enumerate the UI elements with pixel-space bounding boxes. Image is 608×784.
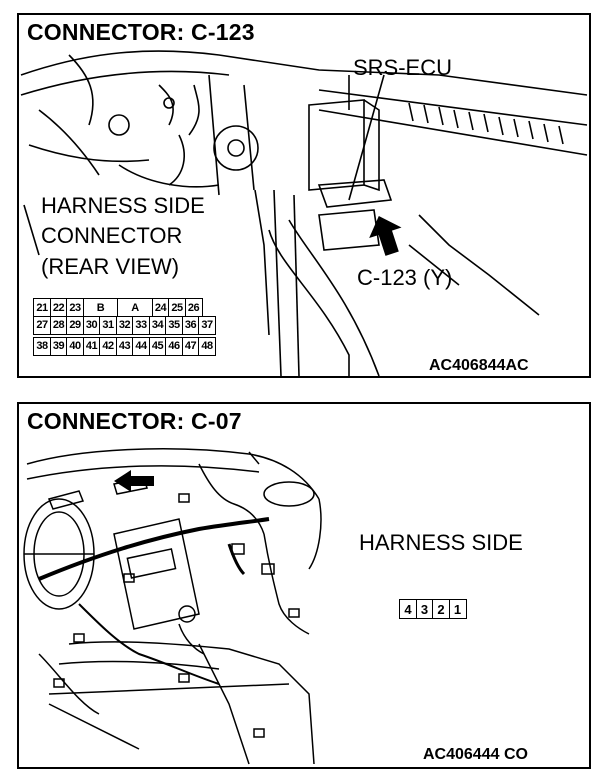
pin-3: 3 — [415, 599, 434, 619]
pin: 21 — [33, 298, 51, 317]
pin: 32 — [115, 315, 134, 335]
pin-4: 4 — [399, 599, 417, 619]
pin-2: 2 — [432, 599, 450, 619]
pin-row-2: 27 28 29 30 31 32 33 34 35 36 37 — [33, 315, 216, 335]
connector-label: CONNECTOR — [41, 223, 187, 249]
connector-c07-pins: 4 3 2 1 — [399, 599, 467, 619]
pin: 47 — [181, 336, 200, 356]
pin: 42 — [99, 336, 117, 356]
pin: 28 — [49, 315, 68, 335]
connector-c07-panel: CONNECTOR: C-07 HARNESS SIDE 4 3 2 1 AC4… — [17, 402, 591, 769]
pin: 36 — [181, 315, 200, 335]
srs-ecu-label: SRS-ECU — [353, 55, 453, 80]
page-title-c07: CONNECTOR: C-07 — [27, 408, 242, 434]
pin: 27 — [33, 315, 51, 335]
instrument-panel-harness-illustration — [23, 448, 322, 765]
pin: 44 — [132, 336, 150, 356]
pin: 23 — [66, 298, 84, 317]
pin: 25 — [168, 298, 186, 317]
pin-a: A — [117, 298, 153, 317]
pin: 29 — [66, 315, 84, 335]
pin-1: 1 — [448, 599, 467, 619]
pin: 38 — [33, 336, 51, 356]
pin-row-1: 21 22 23 B A 24 25 26 — [33, 298, 215, 317]
pin: 26 — [184, 298, 203, 317]
dashboard-srs-ecu-illustration — [20, 50, 588, 376]
pin-row-3: 38 39 40 41 42 43 44 45 46 47 48 — [33, 336, 216, 356]
connector-pin-grid: 21 22 23 B A 24 25 26 27 28 29 30 31 32 … — [33, 298, 216, 356]
figure-code-c07: AC406444 CO — [423, 746, 528, 763]
pin: 35 — [165, 315, 183, 335]
pin: 40 — [66, 336, 84, 356]
pin: 24 — [151, 298, 170, 317]
pin: 45 — [148, 336, 167, 356]
pin: 37 — [198, 315, 216, 335]
pin: 31 — [99, 315, 117, 335]
pin: 22 — [49, 298, 68, 317]
pin: 41 — [82, 336, 101, 356]
connector-c123-label: C-123 (Y) — [357, 265, 453, 290]
page-title: CONNECTOR: C-123 — [27, 19, 255, 45]
pin: 30 — [82, 315, 101, 335]
pin: 43 — [115, 336, 134, 356]
connector-c123-panel: CONNECTOR: C-123 SRS-ECU HARNESS SIDE CO… — [17, 13, 591, 378]
pin: 34 — [148, 315, 167, 335]
pin-b: B — [82, 298, 119, 317]
pin: 46 — [165, 336, 183, 356]
harness-side-label-c07: HARNESS SIDE — [359, 530, 523, 555]
pin: 48 — [198, 336, 216, 356]
pin: 33 — [132, 315, 150, 335]
harness-side-label: HARNESS SIDE — [41, 193, 209, 219]
figure-code: AC406844AC — [429, 357, 529, 374]
pin: 39 — [49, 336, 68, 356]
rear-view-label: (REAR VIEW) — [41, 254, 184, 280]
